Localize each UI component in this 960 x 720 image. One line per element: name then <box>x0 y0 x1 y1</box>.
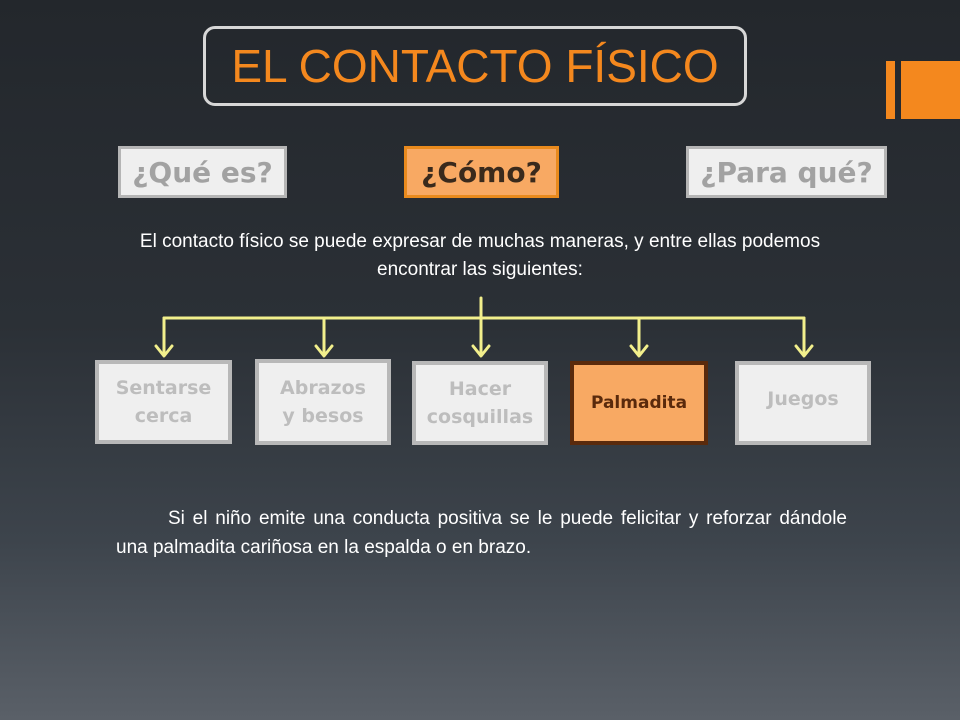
node-label-line1: Juegos <box>767 388 839 410</box>
arrowhead-hacer <box>471 344 491 358</box>
node-label-line2: cerca <box>134 405 193 427</box>
node-juegos[interactable]: Juegos <box>735 361 871 445</box>
arrowhead-juegos <box>794 344 814 358</box>
tab-para-que[interactable]: ¿Para qué? <box>686 146 887 198</box>
node-label-line1: Abrazos <box>280 377 366 399</box>
title-box: EL CONTACTO FÍSICO <box>203 26 747 106</box>
node-hacer-cosquillas[interactable]: Hacer cosquillas <box>412 361 548 445</box>
arrowhead-sentarse <box>154 344 174 358</box>
accent-bar-block <box>901 61 960 119</box>
tab-como[interactable]: ¿Cómo? <box>404 146 559 198</box>
node-abrazos-y-besos[interactable]: Abrazos y besos <box>255 359 391 445</box>
arrowhead-abrazos <box>314 344 334 358</box>
body-text: Si el niño emite una conducta positiva s… <box>116 508 847 558</box>
tab-label: ¿Qué es? <box>132 155 273 189</box>
node-label-line1: Sentarse <box>115 377 212 399</box>
node-label-line1: Hacer <box>448 378 512 400</box>
intro-text: El contacto físico se puede expresar de … <box>139 231 821 280</box>
tab-label: ¿Cómo? <box>421 155 542 189</box>
node-palmadita[interactable]: Palmadita <box>570 361 708 445</box>
node-label-line2: cosquillas <box>426 406 534 428</box>
tab-que-es[interactable]: ¿Qué es? <box>118 146 287 198</box>
tab-label: ¿Para qué? <box>700 155 873 189</box>
accent-bar-thin <box>886 61 895 119</box>
arrowhead-palmadita <box>629 344 649 358</box>
node-label-line2: y besos <box>282 405 364 427</box>
node-label-line1: Palmadita <box>590 393 688 413</box>
node-sentarse-cerca[interactable]: Sentarse cerca <box>95 360 232 444</box>
slide-title: EL CONTACTO FÍSICO <box>231 40 719 92</box>
